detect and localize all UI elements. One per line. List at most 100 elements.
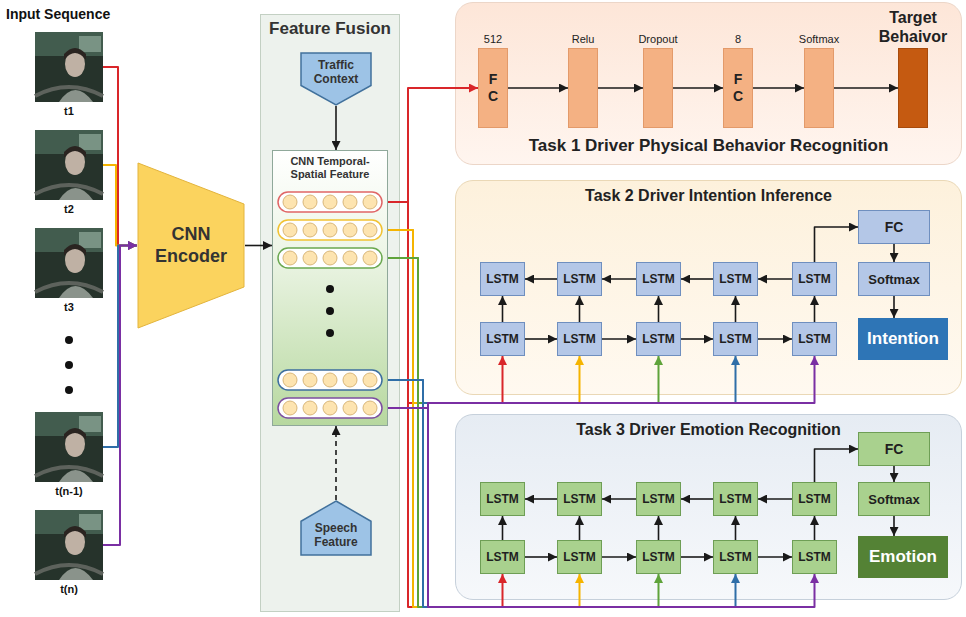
pentagon-label: Speech Feature [306, 522, 366, 550]
process-box: LSTM [480, 262, 525, 296]
box-label: LSTM [486, 332, 519, 346]
connector [658, 296, 660, 322]
layer-label: Softmax [799, 33, 839, 45]
connector [681, 498, 713, 500]
process-box: Softmax [858, 262, 930, 296]
connector [335, 106, 337, 150]
box-label: Intention [867, 329, 939, 349]
panel-title: Feature Fusion [261, 19, 399, 39]
input-frame: t(n) [35, 510, 103, 580]
encoder-label: CNN Encoder [145, 224, 237, 267]
panel-title: Task 1 Driver Physical Behavior Recognit… [456, 136, 961, 156]
process-box: LSTM [480, 482, 525, 516]
box-label: LSTM [719, 492, 752, 506]
connector [893, 516, 895, 536]
layer-label: 8 [735, 33, 741, 45]
layer-label: Target Behaivor [871, 9, 955, 46]
panel-title: Task 3 Driver Emotion Recognition [456, 421, 961, 439]
input-pentagon: Speech Feature [300, 500, 372, 556]
ellipsis-dot [65, 361, 73, 369]
box-label: LSTM [798, 332, 831, 346]
fusion-panel: Feature FusionTraffic ContextCNN Tempora… [260, 14, 400, 612]
input-frame: t3 [35, 228, 103, 298]
process-box: LSTM [636, 482, 681, 516]
connector [579, 516, 581, 540]
process-box: FC [858, 210, 930, 244]
process-box: LSTM [792, 482, 837, 516]
frame-label: t3 [21, 301, 117, 313]
connector [103, 67, 137, 246]
box-label: LSTM [642, 272, 675, 286]
connector [735, 296, 737, 322]
shape-outline [35, 228, 103, 298]
box-label: FC [885, 219, 904, 235]
connector [525, 338, 557, 340]
shape-outline [35, 510, 103, 580]
connector [758, 498, 792, 500]
task-panel: Task 2 Driver Intention InferenceLSTMLST… [455, 180, 962, 395]
connector [753, 87, 804, 89]
connector [245, 245, 272, 247]
process-box: LSTM [557, 322, 602, 356]
connector [758, 338, 792, 340]
connector [103, 165, 137, 246]
connector [758, 278, 792, 280]
box-label: Emotion [869, 547, 937, 567]
connector [681, 278, 713, 280]
box-label: LSTM [798, 492, 831, 506]
layer-box: 8F C [723, 48, 753, 128]
box-label: LSTM [642, 332, 675, 346]
connector [893, 466, 895, 482]
output-box: Target Behaivor [898, 48, 928, 128]
connector [735, 516, 737, 540]
box-label: LSTM [563, 332, 596, 346]
connector [602, 338, 636, 340]
connector [673, 87, 723, 89]
frame-label: t(n-1) [21, 485, 117, 497]
box-label: LSTM [719, 550, 752, 564]
layer-name: F C [732, 71, 744, 106]
shape-outline [35, 412, 103, 482]
frame-label: t(n) [21, 583, 117, 595]
connector [681, 556, 713, 558]
process-box: LSTM [792, 540, 837, 574]
connector [525, 498, 557, 500]
process-box: LSTM [636, 322, 681, 356]
layer-label: Relu [572, 33, 595, 45]
connector [834, 87, 898, 89]
layer-box: Dropout [643, 48, 673, 128]
task-panel: Task 3 Driver Emotion RecognitionLSTM LST… [455, 414, 962, 600]
frame-label: t1 [21, 105, 117, 117]
box-label: LSTM [642, 492, 675, 506]
connector [893, 296, 895, 318]
input-pentagon: Traffic Context [300, 52, 372, 106]
connector [103, 246, 137, 546]
process-box: LSTM [713, 322, 758, 356]
layer-box: 512F C [478, 48, 508, 128]
input-frame: t1 [35, 32, 103, 102]
connector [602, 498, 636, 500]
box-label: LSTM [563, 492, 596, 506]
feature-label: CNN Temporal-Spatial Feature [277, 155, 383, 181]
process-box: Softmax [858, 482, 930, 516]
box-label: LSTM [486, 272, 519, 286]
process-box: LSTM [636, 540, 681, 574]
process-box: LSTM [636, 262, 681, 296]
connector [579, 296, 581, 322]
process-box: LSTM [557, 540, 602, 574]
box-label: FC [885, 441, 904, 457]
process-box: Emotion [858, 536, 948, 578]
pentagon-label: Traffic Context [306, 59, 366, 87]
shape-outline [35, 32, 103, 102]
connector [681, 338, 713, 340]
frame-label: t2 [21, 203, 117, 215]
shape-outline [35, 130, 103, 200]
input-frame: t(n-1) [35, 412, 103, 482]
box-label: LSTM [719, 332, 752, 346]
process-box: LSTM [792, 262, 837, 296]
process-box: LSTM [713, 540, 758, 574]
process-box: FC [858, 432, 930, 466]
box-label: LSTM [719, 272, 752, 286]
